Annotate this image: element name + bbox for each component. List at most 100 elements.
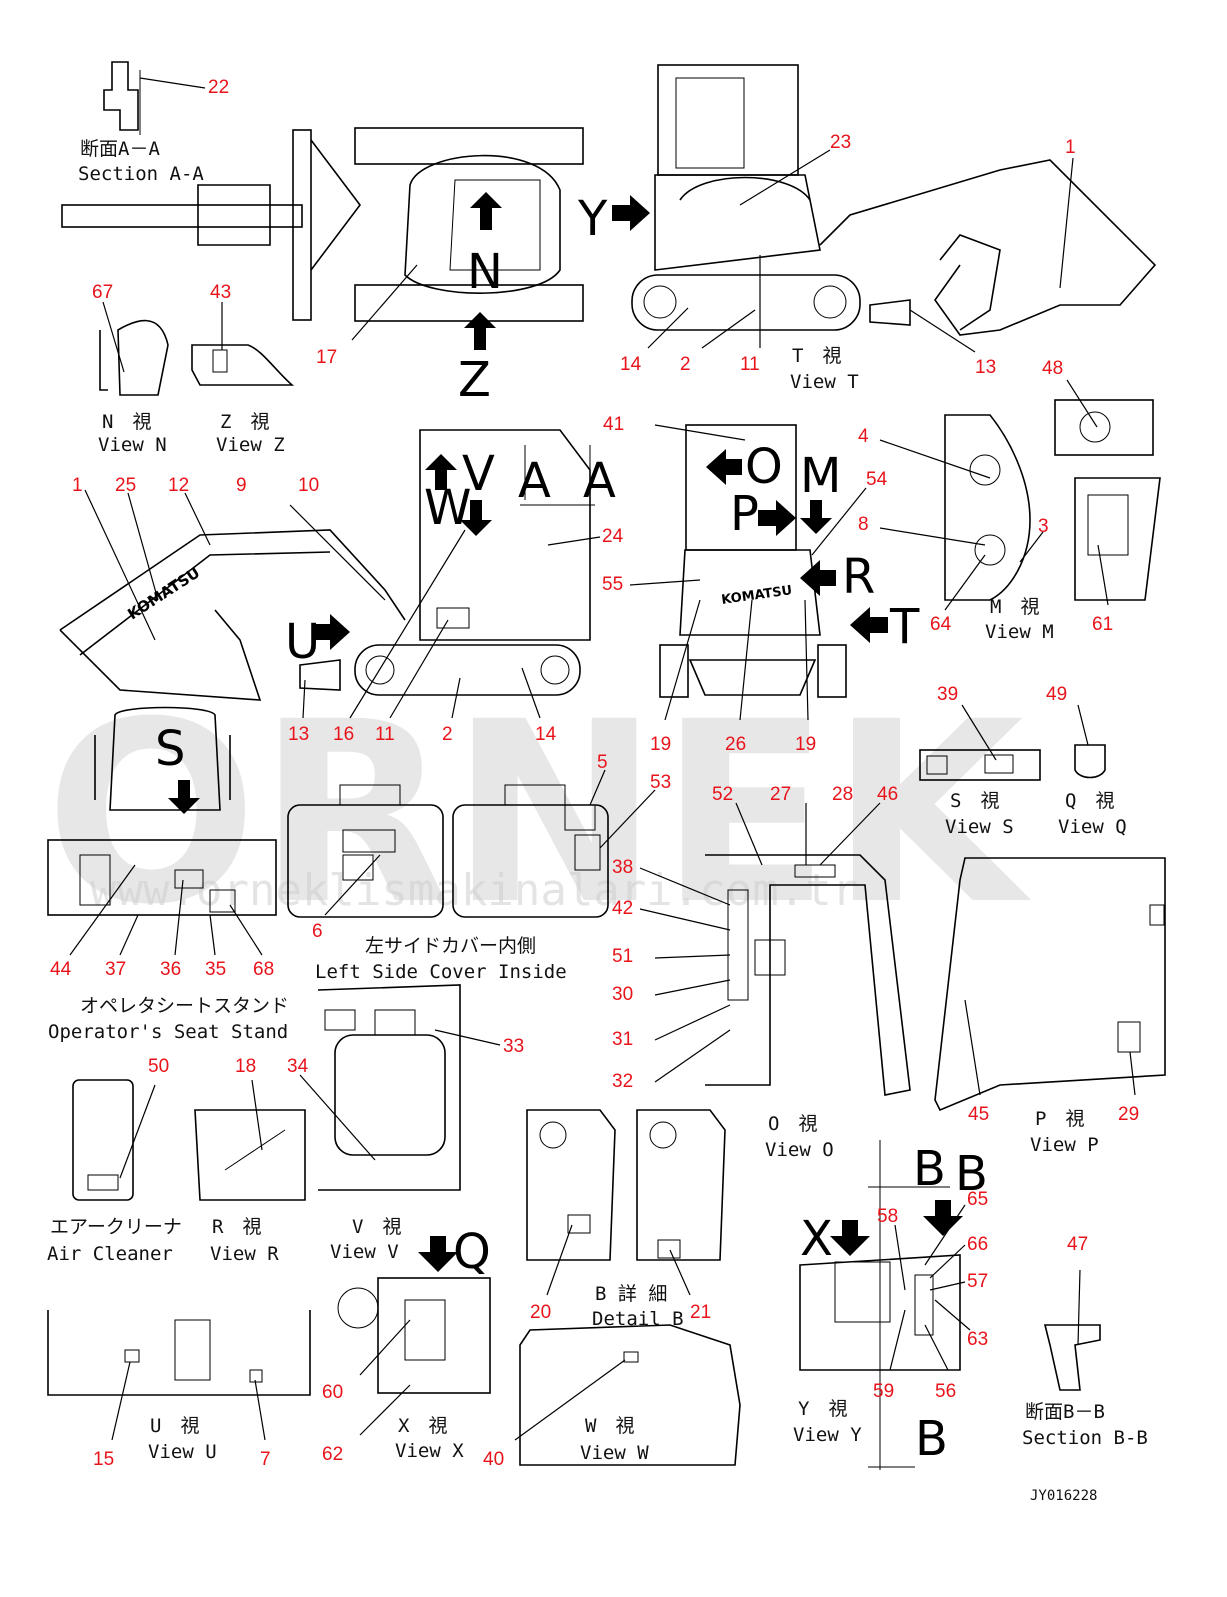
caption-view-o-en: View O xyxy=(765,1139,834,1161)
view-v-drawing: 33 34 V 視 View V xyxy=(287,984,524,1263)
view-letter-q: Q xyxy=(453,1224,491,1280)
caption-view-u-jp: U 視 xyxy=(150,1415,199,1437)
view-letter-n: N xyxy=(467,244,503,300)
caption-view-v-jp: V 視 xyxy=(352,1216,401,1238)
caption-lsc-en: Left Side Cover Inside xyxy=(315,961,567,983)
callout-46: 46 xyxy=(877,784,898,805)
callout-54: 54 xyxy=(866,469,888,490)
callout-27: 27 xyxy=(770,784,791,805)
callout-9: 9 xyxy=(236,475,247,496)
view-letter-r: R xyxy=(842,549,875,605)
callout-8: 8 xyxy=(858,514,869,535)
callout-59: 59 xyxy=(873,1381,894,1402)
callout-21: 21 xyxy=(690,1302,711,1323)
caption-view-v-en: View V xyxy=(330,1241,399,1263)
view-letter-b3: B xyxy=(915,1411,948,1467)
callout-66: 66 xyxy=(967,1234,988,1255)
callout-19-left: 19 xyxy=(650,734,671,755)
callout-17: 17 xyxy=(316,347,337,368)
caption-view-n-en: View N xyxy=(98,434,167,456)
seat-stand-drawing: S 44 37 36 35 68 オペレタシートスタンド Operator's … xyxy=(47,706,289,1043)
air-cleaner-drawing: 50 エアークリーナ Air Cleaner xyxy=(47,1056,182,1265)
callout-2-top: 2 xyxy=(680,354,691,375)
view-letter-m: M xyxy=(800,448,841,504)
callout-40: 40 xyxy=(483,1449,504,1470)
view-q-drawing: 49 Q 視 View Q xyxy=(1046,684,1127,838)
callout-16: 16 xyxy=(333,724,354,745)
top-view-drawing: N Z 17 xyxy=(61,127,584,408)
callout-10: 10 xyxy=(298,475,319,496)
callout-26: 26 xyxy=(725,734,746,755)
callout-13-top: 13 xyxy=(975,357,996,378)
view-letter-y: Y xyxy=(577,191,608,247)
caption-seat-stand-en: Operator's Seat Stand xyxy=(48,1021,288,1043)
callout-51: 51 xyxy=(612,946,633,967)
callout-33: 33 xyxy=(503,1036,524,1057)
detail-61-drawing: 61 xyxy=(1074,477,1161,635)
callout-63: 63 xyxy=(967,1329,988,1350)
caption-view-z-en: View Z xyxy=(216,434,285,456)
callout-37: 37 xyxy=(105,959,126,980)
caption-section-b-b-jp: 断面B－B xyxy=(1025,1401,1105,1423)
callout-12: 12 xyxy=(168,475,189,496)
callout-36: 36 xyxy=(160,959,181,980)
view-r-drawing: 18 R 視 View R xyxy=(194,1056,306,1265)
caption-view-y-jp: Y 視 xyxy=(798,1398,847,1420)
callout-43: 43 xyxy=(210,282,231,303)
callout-29: 29 xyxy=(1118,1104,1139,1125)
rear-view-drawing: KOMATSU O P M R T 41 54 55 19 26 19 xyxy=(602,414,920,755)
drawing-code: JY016228 xyxy=(1030,1488,1097,1504)
callout-68: 68 xyxy=(253,959,274,980)
callout-15: 15 xyxy=(93,1449,114,1470)
caption-view-y-en: View Y xyxy=(793,1424,862,1446)
callout-1-mid: 1 xyxy=(72,475,83,496)
callout-44: 44 xyxy=(50,959,72,980)
callout-28: 28 xyxy=(832,784,853,805)
callout-23: 23 xyxy=(830,132,851,153)
callout-52: 52 xyxy=(712,784,733,805)
callout-20: 20 xyxy=(530,1302,551,1323)
callout-14-mid: 14 xyxy=(535,724,557,745)
detail-b-drawing: 20 21 B 詳 細 Detail B xyxy=(526,1109,726,1330)
caption-view-o-jp: O 視 xyxy=(768,1113,817,1135)
view-t-drawing: Y 23 1 14 2 11 13 T 視 View T xyxy=(577,64,1157,393)
callout-42: 42 xyxy=(612,898,633,919)
callout-11-mid: 11 xyxy=(375,724,395,745)
view-letter-u: U xyxy=(285,614,320,670)
callout-48: 48 xyxy=(1042,358,1063,379)
callout-30: 30 xyxy=(612,984,633,1005)
caption-section-a-a-en: Section A-A xyxy=(78,163,204,185)
caption-view-q-jp: Q 視 xyxy=(1065,790,1114,812)
caption-section-a-a-jp: 断面A－A xyxy=(80,138,160,160)
view-y-drawing: B B B X 58 65 66 57 63 59 56 Y 視 View Y xyxy=(793,1140,988,1470)
caption-view-x-jp: X 視 xyxy=(398,1415,447,1437)
callout-22: 22 xyxy=(208,77,229,98)
view-letter-s: S xyxy=(155,721,185,777)
rear-brand-label: KOMATSU xyxy=(720,583,793,608)
callout-35: 35 xyxy=(205,959,226,980)
caption-view-s-jp: S 視 xyxy=(950,790,999,812)
callout-45: 45 xyxy=(968,1104,989,1125)
callout-25: 25 xyxy=(115,475,136,496)
caption-view-w-en: View W xyxy=(580,1442,649,1464)
callout-11-top: 11 xyxy=(740,354,760,375)
caption-section-b-b-en: Section B-B xyxy=(1022,1427,1148,1449)
view-o-drawing: 52 27 28 46 38 42 51 30 31 32 O 視 View O xyxy=(612,784,911,1161)
caption-view-m-en: View M xyxy=(985,621,1054,643)
callout-14-top: 14 xyxy=(620,354,642,375)
callout-57: 57 xyxy=(967,1271,988,1292)
callout-58: 58 xyxy=(877,1206,898,1227)
view-s-drawing: 39 S 視 View S xyxy=(919,684,1041,838)
view-letter-w: W xyxy=(424,480,471,536)
callout-2-mid: 2 xyxy=(442,724,453,745)
view-u-drawing: 15 7 U 視 View U xyxy=(47,1310,311,1470)
caption-view-q-en: View Q xyxy=(1058,816,1127,838)
callout-50: 50 xyxy=(148,1056,169,1077)
caption-view-r-jp: R 視 xyxy=(212,1216,261,1238)
callout-53: 53 xyxy=(650,772,671,793)
callout-34: 34 xyxy=(287,1056,309,1077)
view-letter-z: Z xyxy=(458,352,491,408)
view-letter-b1: B xyxy=(913,1141,946,1197)
callout-39: 39 xyxy=(937,684,958,705)
detail-48-drawing: 48 xyxy=(1042,358,1154,456)
